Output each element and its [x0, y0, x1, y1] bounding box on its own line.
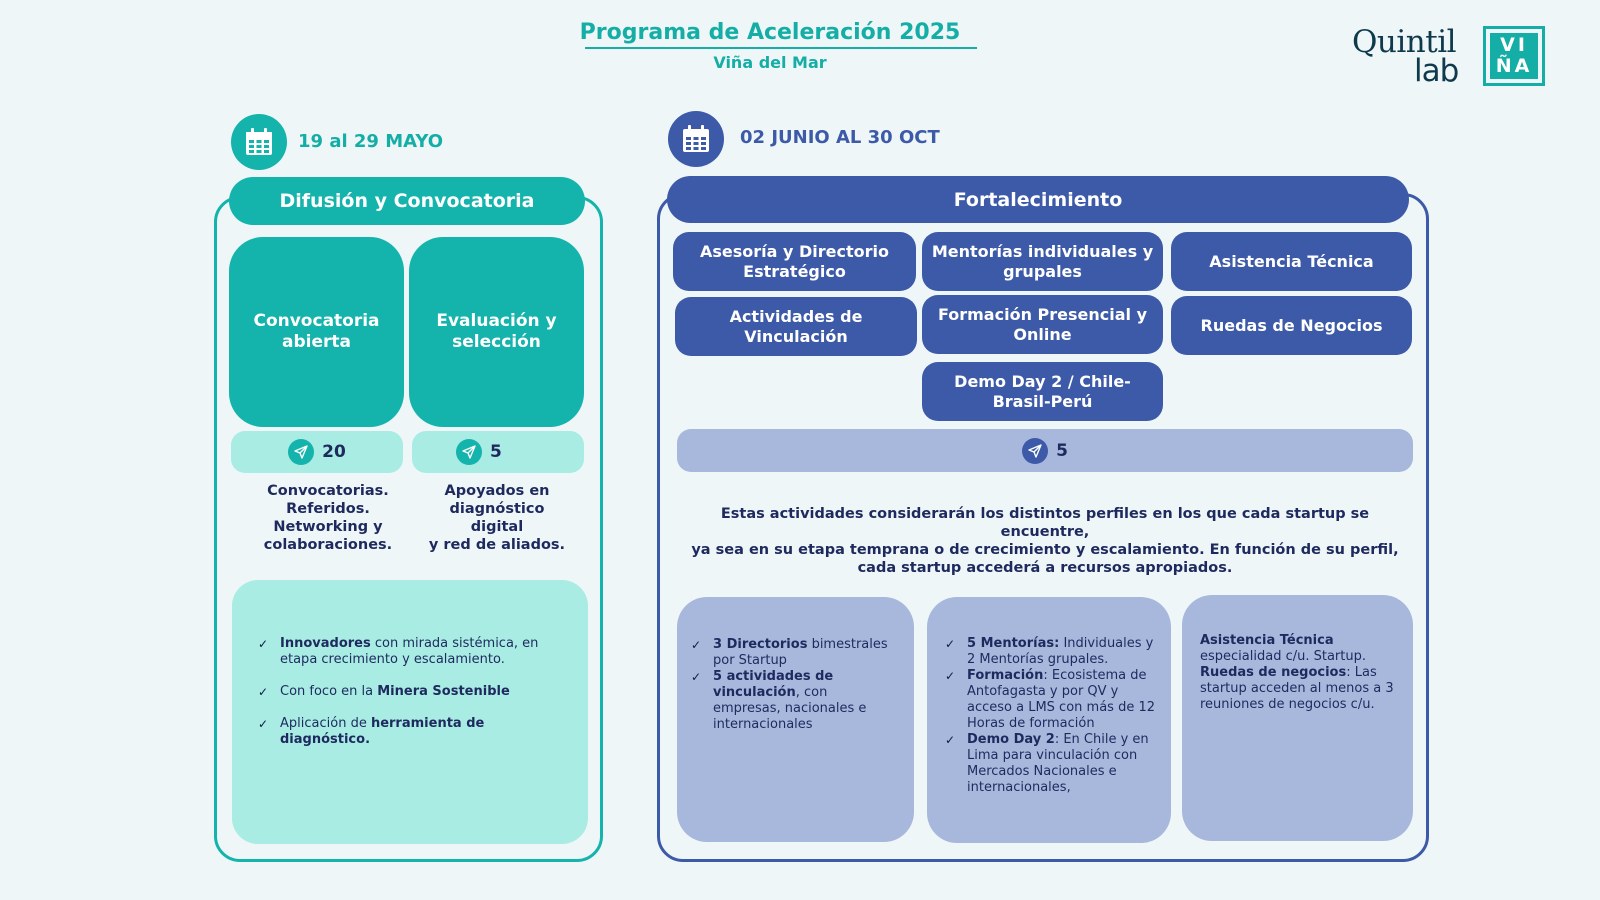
- caption-line: Apoyados en: [444, 483, 550, 499]
- detail-text: especialidad c/u. Startup.: [1200, 649, 1366, 664]
- phase2-date: 02 JUNIO AL 30 OCT: [740, 127, 940, 148]
- activity-formacion: Formación Presencial y Online: [922, 295, 1163, 354]
- caption-line: y red de aliados.: [428, 537, 566, 553]
- detail-item: 5 actividades de vinculación, con empres…: [691, 669, 899, 733]
- detail-bold: Asistencia Técnica: [1200, 633, 1334, 648]
- caption-line: digital: [470, 519, 524, 535]
- paper-plane-icon: [456, 439, 482, 465]
- logo-badge-line2: ÑA: [1495, 55, 1533, 77]
- paper-plane-icon: [1022, 437, 1049, 464]
- detail-card-asistencia: Asistencia Técnica especialidad c/u. Sta…: [1182, 595, 1413, 841]
- detail-card-mentorias: 5 Mentorías: Individuales y 2 Mentorías …: [927, 597, 1171, 843]
- detail-card-directorios: 3 Directorios bimestrales por Startup 5 …: [677, 597, 914, 842]
- description-line: cada startup accederá a recursos apropia…: [857, 560, 1233, 576]
- activity-mentorias: Mentorías individuales y grupales: [922, 232, 1163, 291]
- logo-word-lab: lab: [1414, 53, 1459, 89]
- criteria-item: Aplicación de herramienta de diagnóstico…: [258, 716, 558, 748]
- stat-evaluacion: 5: [412, 431, 584, 473]
- criteria-text: Con foco en la: [280, 684, 378, 699]
- activity-ruedas-negocios: Ruedas de Negocios: [1171, 296, 1412, 355]
- caption-line: Networking y: [273, 519, 383, 535]
- detail-item: Formación: Ecosistema de Antofagasta y p…: [945, 668, 1157, 732]
- detail-bold: 3 Directorios: [713, 637, 808, 652]
- logo-word-quintil: Quintil: [1352, 24, 1457, 60]
- caption-line: diagnóstico: [449, 501, 545, 517]
- logo-badge-line1: VI: [1500, 34, 1528, 56]
- caption-line: colaboraciones.: [263, 537, 393, 553]
- phase1-title: Difusión y Convocatoria: [229, 177, 585, 225]
- description-line: ya sea en su etapa temprana o de crecimi…: [691, 542, 1399, 558]
- detail-text: : En Chile y en Lima para vinculación co…: [967, 732, 1149, 795]
- detail-text: Individuales y 2 Mentorías grupales.: [967, 636, 1154, 667]
- detail-bold: Ruedas de negocios: [1200, 665, 1347, 680]
- detail-item: 3 Directorios bimestrales por Startup: [691, 637, 899, 669]
- logo-vina-badge: VI ÑA: [1483, 26, 1545, 86]
- detail-text-block: Asistencia Técnica especialidad c/u. Sta…: [1200, 633, 1400, 713]
- caption-evaluacion: Apoyados en diagnóstico digital y red de…: [407, 482, 587, 554]
- detail-item: 5 Mentorías: Individuales y 2 Mentorías …: [945, 636, 1157, 668]
- criteria-text: Aplicación de: [280, 716, 371, 731]
- caption-convocatoria: Convocatorias. Referidos. Networking y c…: [238, 482, 418, 554]
- detail-text: bimestrales por Startup: [713, 637, 888, 668]
- detail-text: , con empresas, nacionales e internacion…: [713, 685, 867, 732]
- calendar-icon: [231, 114, 287, 170]
- criteria-bold: herramienta de diagnóstico.: [280, 716, 485, 747]
- description-line: Estas actividades considerarán los disti…: [720, 506, 1370, 540]
- detail-bold: Formación: [967, 668, 1044, 683]
- stat-value: 5: [1056, 440, 1068, 461]
- activity-asistencia-tecnica: Asistencia Técnica: [1171, 232, 1412, 291]
- detail-bold: Demo Day 2: [967, 732, 1055, 747]
- stat-fortalecimiento: 5: [677, 429, 1413, 472]
- detail-bold: 5 Mentorías:: [967, 636, 1060, 651]
- stat-value: 20: [322, 442, 346, 462]
- caption-line: Convocatorias.: [267, 483, 389, 499]
- title-underline: [585, 47, 977, 49]
- phase2-description: Estas actividades considerarán los disti…: [677, 505, 1413, 577]
- criteria-text: con mirada sistémica, en etapa crecimien…: [280, 636, 539, 667]
- page-title: Programa de Aceleración 2025: [579, 20, 961, 45]
- criteria-item: Con foco en la Minera Sostenible: [258, 684, 558, 700]
- tile-evaluacion-seleccion: Evaluación y selección: [409, 237, 584, 427]
- phase1-date: 19 al 29 MAYO: [298, 131, 444, 152]
- detail-text: : Ecosistema de Antofagasta y por QV y a…: [967, 668, 1155, 731]
- detail-bold: 5 actividades de vinculación: [713, 669, 834, 700]
- criteria-bold: Minera Sostenible: [377, 684, 510, 699]
- detail-item: Demo Day 2: En Chile y en Lima para vinc…: [945, 732, 1157, 796]
- activity-asesoria: Asesoría y Directorio Estratégico: [673, 232, 916, 291]
- criteria-bold: Innovadores: [280, 636, 371, 651]
- quintil-lab-vina-logo: Quintil lab VI ÑA: [1348, 24, 1548, 92]
- criteria-item: Innovadores con mirada sistémica, en eta…: [258, 636, 558, 668]
- phase1-criteria-card: Innovadores con mirada sistémica, en eta…: [232, 580, 588, 844]
- stat-value: 5: [490, 442, 502, 462]
- phase2-title: Fortalecimiento: [667, 176, 1409, 223]
- caption-line: Referidos.: [286, 501, 370, 517]
- page-subtitle: Viña del Mar: [713, 53, 827, 72]
- stat-convocatoria: 20: [231, 431, 403, 473]
- activity-vinculacion: Actividades de Vinculación: [675, 297, 917, 356]
- detail-text: : Las startup acceden al menos a 3 reuni…: [1200, 665, 1394, 712]
- tile-convocatoria-abierta: Convocatoria abierta: [229, 237, 404, 427]
- calendar-icon: [668, 111, 724, 167]
- paper-plane-icon: [288, 439, 315, 465]
- activity-demo-day: Demo Day 2 / Chile-Brasil-Perú: [922, 362, 1163, 421]
